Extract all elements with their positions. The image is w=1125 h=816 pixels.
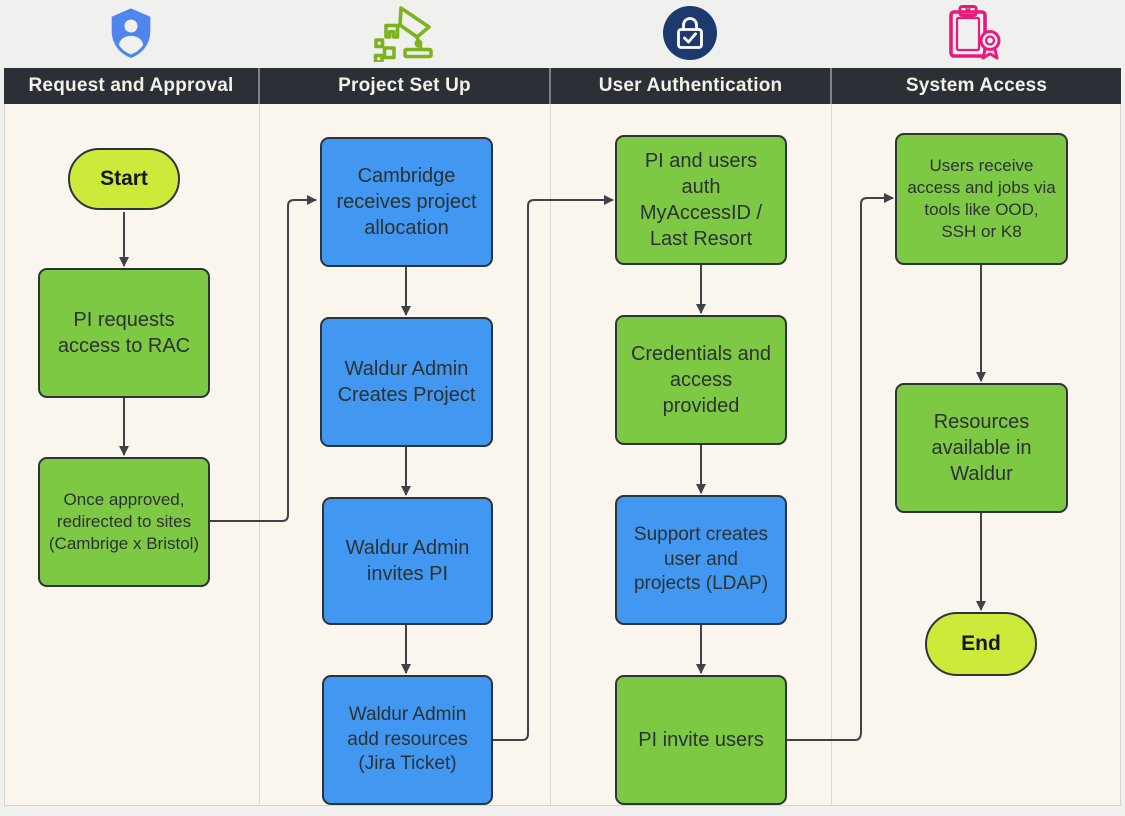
shield-user-icon (111, 8, 151, 58)
lane-title: User Authentication (598, 75, 783, 96)
flow-node-once-approved: Once approved, redirected to sites (Camb… (38, 457, 210, 587)
lane-header-request-approval: Request and Approval (4, 68, 258, 104)
flow-node-label: Waldur Admin add resources (Jira Ticket) (347, 703, 468, 775)
flow-node-label: Waldur Admin invites PI (345, 537, 470, 585)
connector-pi-invite-to-users-receive (787, 193, 894, 741)
connector-once-approved-to-cambridge (210, 195, 317, 522)
flow-node-credentials: Credentials and access provided (615, 315, 787, 445)
flow-node-waldur-creates: Waldur Admin Creates Project (320, 317, 493, 447)
lane-icons-row (4, 0, 1121, 66)
lane-header-system-access: System Access (830, 68, 1121, 104)
flow-node-pi-users-auth: PI and users auth MyAccessID / Last Reso… (615, 135, 787, 265)
lock-check-icon (662, 6, 717, 60)
flow-node-pi-requests: PI requests access to RAC (38, 268, 210, 398)
flow-node-pi-invite: PI invite users (615, 675, 787, 805)
flow-node-waldur-invites: Waldur Admin invites PI (322, 497, 493, 625)
lane-header-project-setup: Project Set Up (258, 68, 549, 104)
flow-node-label: End (961, 632, 1001, 656)
flow-node-start: Start (68, 148, 180, 210)
flow-node-label: Once approved, redirected to sites (Camb… (48, 489, 200, 554)
flow-node-label: PI invite users (638, 729, 764, 751)
flow-node-resources-waldur: Resources available in Waldur (895, 383, 1068, 513)
lane-icon-cell-user-authentication (549, 0, 830, 66)
flow-node-support-creates: Support creates user and projects (LDAP) (615, 495, 787, 625)
clipboard-award-icon (948, 5, 1000, 60)
flow-node-label: Credentials and access provided (630, 343, 772, 417)
flow-node-cambridge-receives: Cambridge receives project allocation (320, 137, 493, 267)
lane-header-user-authentication: User Authentication (549, 68, 830, 104)
lane-divider (831, 104, 832, 805)
flow-node-label: Resources available in Waldur (931, 411, 1032, 485)
flow-node-label: Support creates user and projects (LDAP) (633, 523, 769, 595)
lane-divider (259, 104, 260, 805)
lane-icon-cell-request-approval (4, 0, 258, 66)
flow-node-label: PI requests access to RAC (57, 309, 191, 357)
lane-icon-cell-system-access (830, 0, 1121, 66)
flow-node-waldur-resources: Waldur Admin add resources (Jira Ticket) (322, 675, 493, 805)
flow-node-users-receive: Users receive access and jobs via tools … (895, 133, 1068, 265)
flow-node-label: PI and users auth MyAccessID / Last Reso… (639, 150, 763, 250)
flow-node-label: Start (100, 167, 148, 191)
connector-waldur-resources-to-pi-users-auth (493, 195, 614, 741)
lane-title: Request and Approval (28, 75, 234, 96)
flow-node-label: Cambridge receives project allocation (336, 165, 477, 239)
flow-node-end: End (925, 612, 1037, 676)
lane-icon-cell-project-setup (258, 0, 549, 66)
lane-headers: Request and Approval Project Set Up User… (4, 68, 1121, 104)
flow-node-label: Waldur Admin Creates Project (337, 358, 476, 406)
robot-arm-icon (373, 6, 433, 62)
lane-title: Project Set Up (338, 75, 471, 96)
flow-node-label: Users receive access and jobs via tools … (907, 155, 1056, 242)
lane-divider (550, 104, 551, 805)
lane-title: System Access (905, 75, 1048, 96)
